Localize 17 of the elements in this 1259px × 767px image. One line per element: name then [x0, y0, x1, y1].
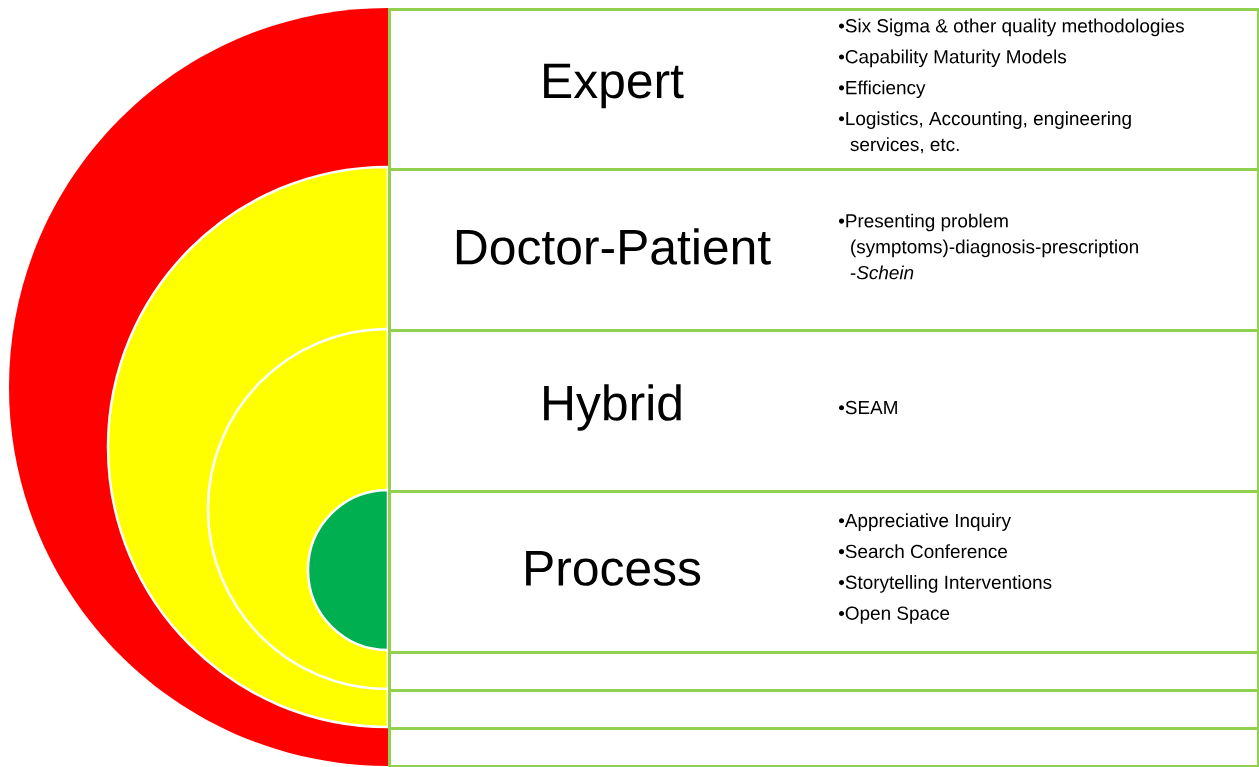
bullet-item: •Search Conference: [838, 544, 1008, 559]
bullet-item: •Efficiency: [838, 80, 926, 99]
bullet-item: •Open Space: [838, 606, 950, 624]
empty-row-box: [388, 727, 1259, 767]
row-box: Expert •Six Sigma & other quality methodologies •Capability Maturity Models •Efficiency •Logistics, Accounting, engineering services, etc.: [388, 8, 1259, 171]
bullet-item: •Appreciative Inquiry: [838, 513, 1011, 531]
empty-row-box: [388, 651, 1259, 692]
bullet-item: •Six Sigma & other quality methodologies: [838, 18, 1184, 37]
row-box: Hybrid •SEAM: [388, 329, 1259, 493]
row-box: Process •Appreciative Inquiry •Search Conference •Storytelling Interventions •Open Space: [388, 490, 1259, 654]
bullet-item: •Presenting problem (symptoms)-diagnosis-prescription -Schein: [838, 213, 1138, 280]
bullet-item: •Capability Maturity Models: [838, 49, 1067, 68]
row-box: Doctor-Patient •Presenting problem (symptoms)-diagnosis-prescription -Schein: [388, 168, 1259, 332]
empty-row-box: [388, 689, 1259, 730]
bullet-item: •Logistics, Accounting, engineering services, etc.: [838, 111, 1131, 154]
bullet-item: •SEAM: [838, 400, 897, 415]
bullet-item: •Storytelling Interventions: [838, 575, 1052, 593]
